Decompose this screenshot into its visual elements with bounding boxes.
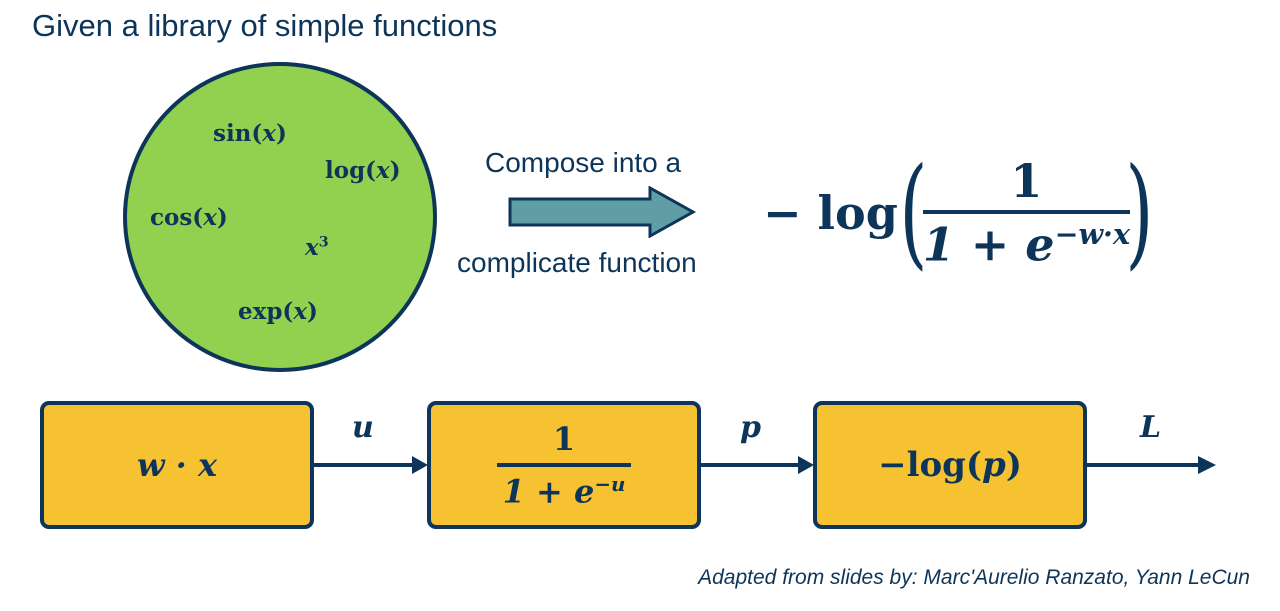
edge-u [314, 456, 428, 474]
node-sigmoid-denominator: 1 + e−u [502, 471, 626, 511]
node-sigmoid-denominator-base: 1 + e [502, 472, 595, 511]
compose-arrow-icon [508, 186, 697, 238]
edge-p [701, 456, 814, 474]
credit-text: Adapted from slides by: Marc'Aurelio Ran… [698, 566, 1250, 589]
edge-label-L: L [1140, 410, 1162, 445]
node-neg-log-expr: −log(p) [878, 445, 1022, 485]
node-neg-log-prefix: −log( [878, 445, 983, 485]
function-cos: cos(x) [150, 204, 228, 231]
formula-fraction-bar [922, 210, 1130, 215]
node-neg-log-var: p [982, 445, 1006, 485]
function-sin: sin(x) [213, 120, 287, 147]
edge-L [1087, 456, 1216, 474]
node-linear-expr: w · x [136, 446, 218, 484]
formula-prefix: − log [763, 186, 898, 240]
node-sigmoid-numerator: 1 [552, 419, 576, 458]
compose-label-top: Compose into a [485, 147, 682, 178]
node-neg-log: −log(p) [813, 401, 1087, 529]
node-linear: w · x [40, 401, 314, 529]
function-library-circle [123, 62, 437, 372]
slide-title: Given a library of simple functions [32, 8, 498, 43]
node-sigmoid: 1 1 + e−u [427, 401, 701, 529]
edge-label-p: p [740, 410, 761, 445]
composed-formula: − log ( 1 1 + e−w·x ) [763, 143, 1153, 282]
function-exp: exp(x) [238, 298, 318, 325]
left-paren: ( [899, 143, 928, 282]
function-cube: x3 [305, 234, 329, 261]
formula-fraction: 1 1 + e−w·x [922, 154, 1130, 268]
formula-numerator: 1 [1010, 154, 1043, 209]
node-sigmoid-exponent: −u [594, 471, 626, 496]
compose-label-bottom: complicate function [457, 247, 697, 278]
formula-denominator: 1 + e−w·x [923, 217, 1130, 268]
function-log: log(x) [325, 157, 401, 184]
edge-label-u: u [352, 410, 374, 445]
formula-exponent: −w·x [1054, 217, 1130, 252]
right-paren: ) [1125, 143, 1154, 282]
node-sigmoid-fraction: 1 1 + e−u [496, 419, 632, 511]
formula-denominator-base: 1 + e [922, 217, 1055, 272]
node-neg-log-suffix: ) [1005, 445, 1022, 485]
node-sigmoid-bar [496, 462, 632, 467]
